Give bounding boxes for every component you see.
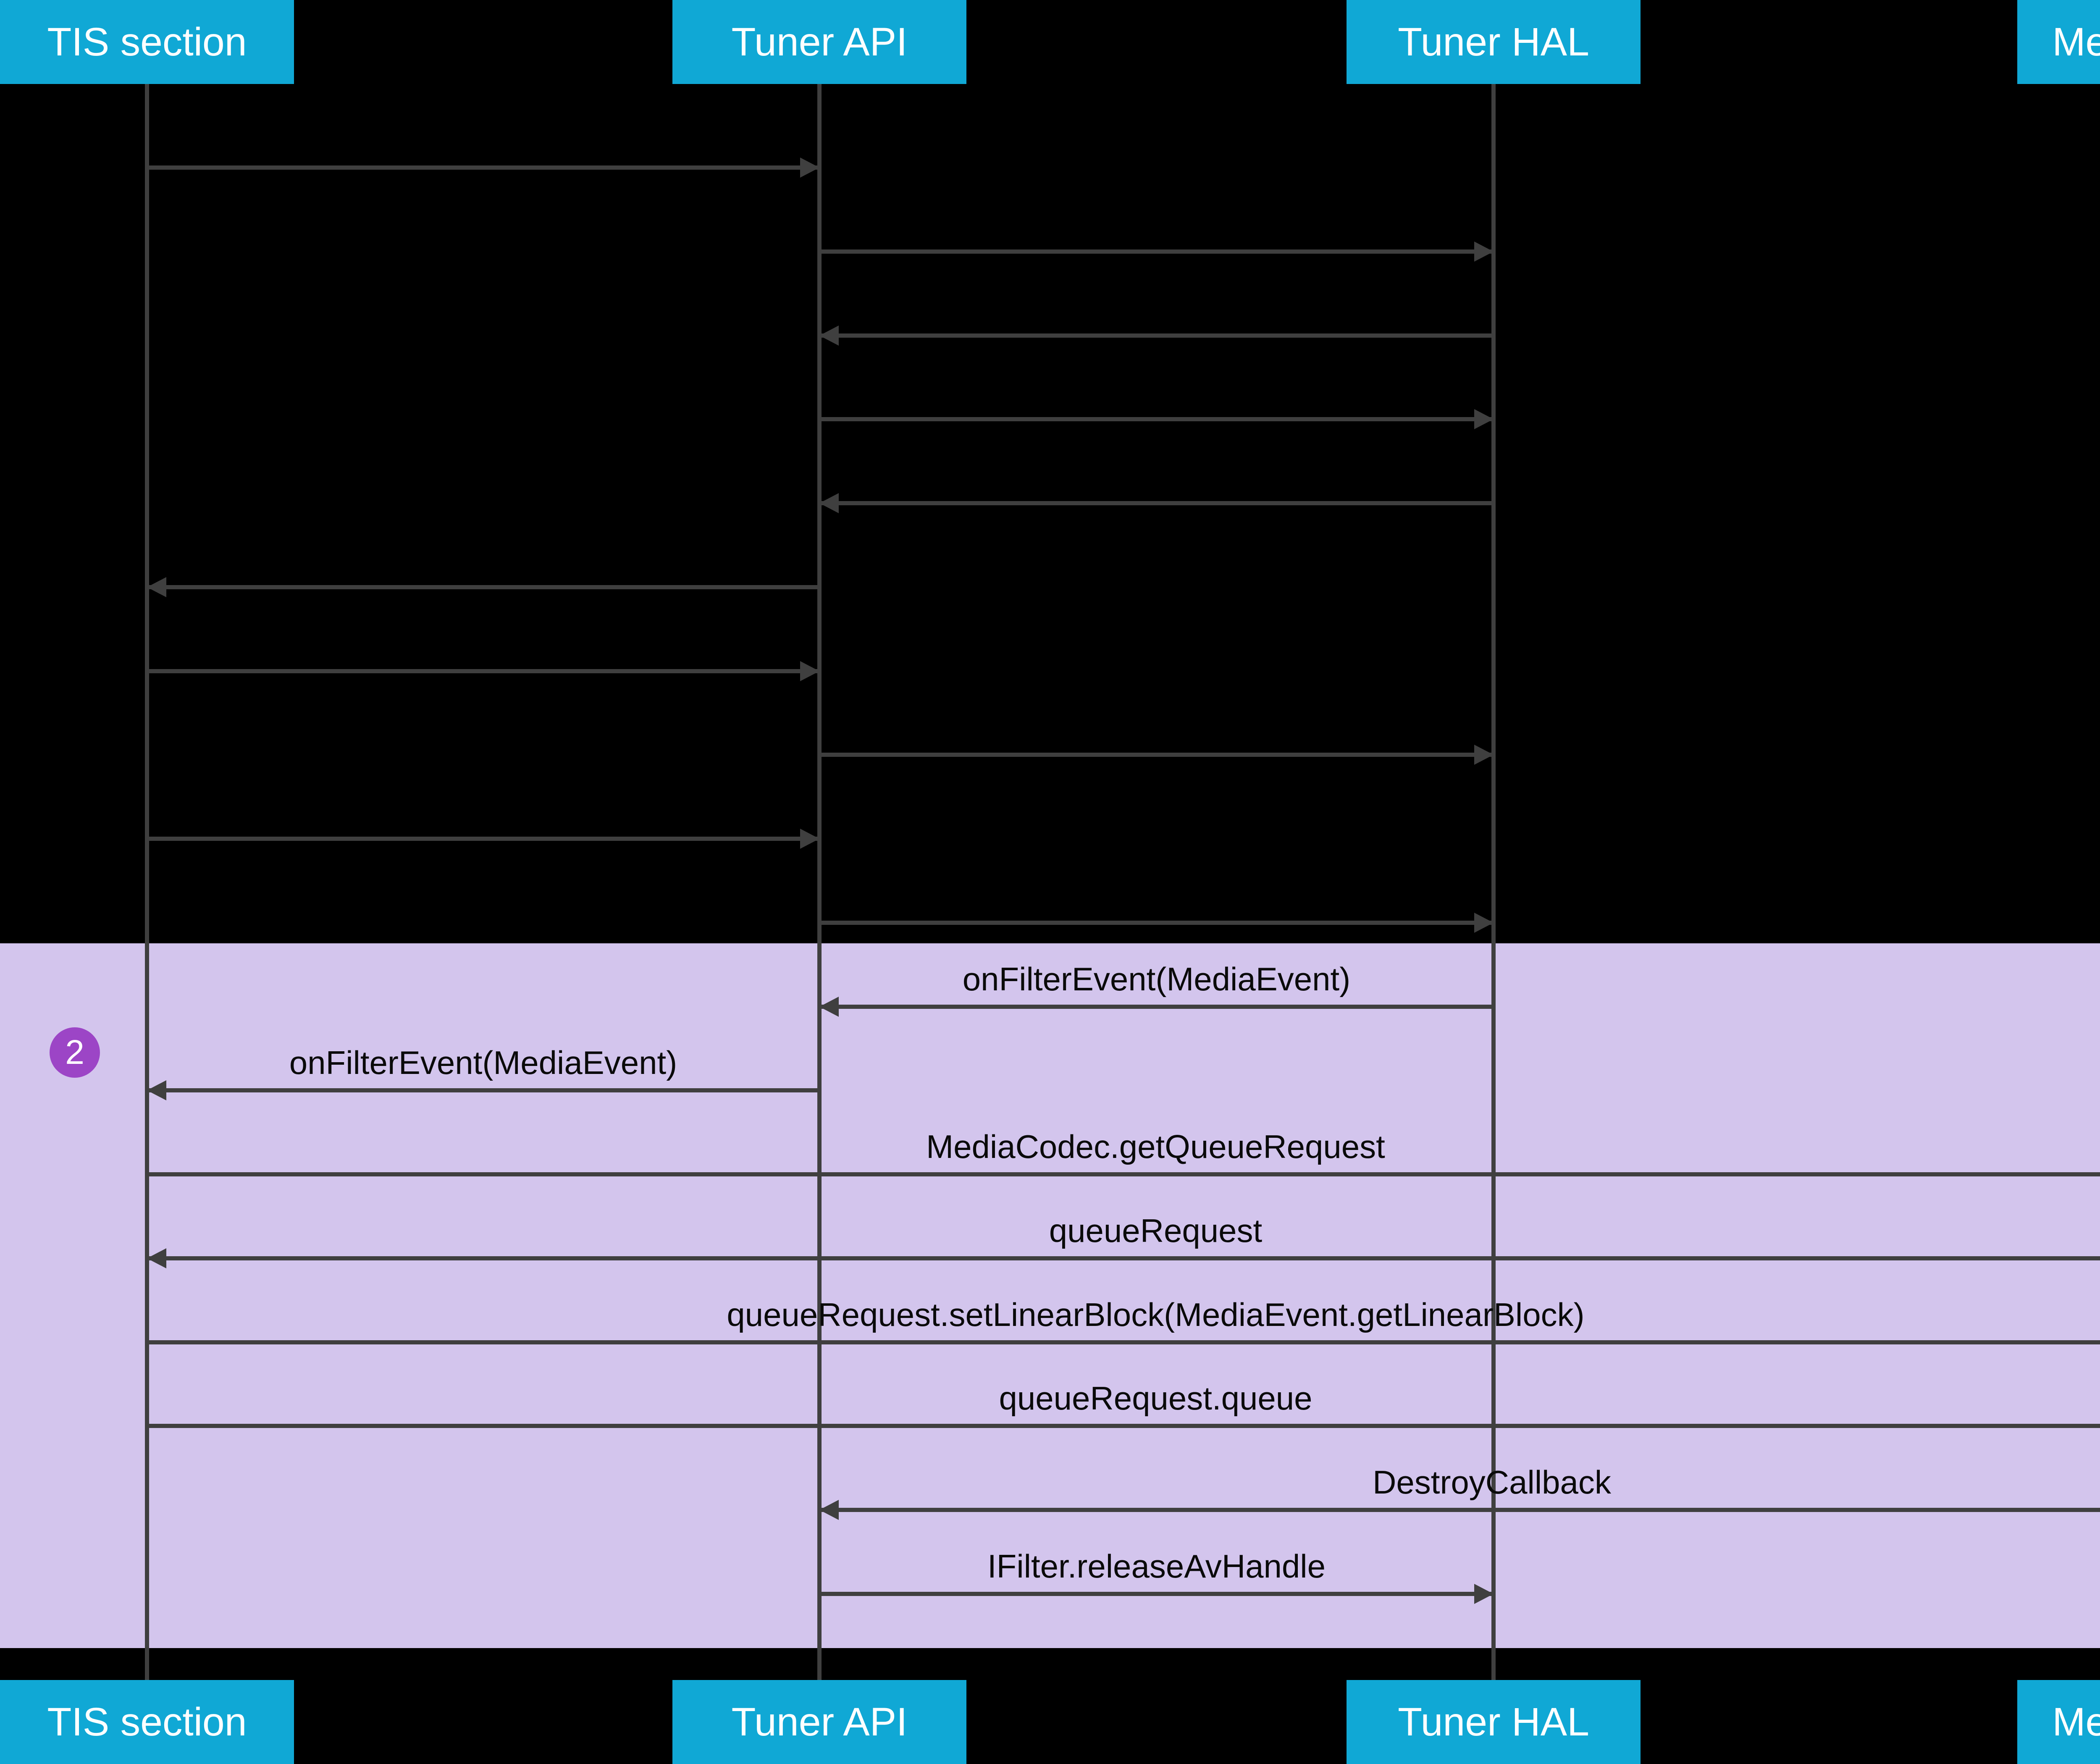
actor-footer-tuner-api: Tuner API	[672, 1680, 966, 1764]
step-2-badge: 2	[50, 1027, 100, 1078]
lifeline-tis-section	[145, 84, 149, 1680]
message-line	[147, 585, 819, 589]
actor-footer-label: Tuner HAL	[1398, 1699, 1589, 1744]
message-line	[819, 1592, 1494, 1596]
arrowhead-left-icon	[147, 1248, 166, 1268]
message-line	[819, 501, 1494, 505]
message-line	[819, 417, 1494, 421]
actor-header-mediacodec: MediaCodec	[2017, 0, 2100, 84]
message-line	[819, 1005, 1494, 1009]
lifeline-tuner-api	[817, 84, 822, 1680]
message-label: queueRequest.setLinearBlock(MediaEvent.g…	[727, 1296, 1585, 1333]
actor-footer-tuner-hal: Tuner HAL	[1347, 1680, 1641, 1764]
actor-header-tuner-api: Tuner API	[672, 0, 966, 84]
arrowhead-right-icon	[1474, 242, 1494, 262]
message-label: IFilter.releaseAvHandle	[987, 1548, 1326, 1585]
arrowhead-right-icon	[800, 158, 819, 178]
message-label: onFilterEvent(MediaEvent)	[962, 961, 1351, 998]
message-label: DestroyCallback	[1373, 1464, 1611, 1501]
actor-header-label: Tuner API	[731, 19, 908, 64]
message-line	[147, 165, 819, 170]
message-line	[819, 1508, 2100, 1512]
step-2-badge-label: 2	[65, 1033, 84, 1071]
actor-footer-tis-section: TIS section	[0, 1680, 294, 1764]
highlight-section-2	[0, 943, 2100, 1648]
message-label: queueRequest.queue	[999, 1380, 1312, 1417]
arrowhead-left-icon	[147, 1080, 166, 1100]
arrowhead-left-icon	[819, 997, 839, 1017]
lifeline-tuner-hal	[1491, 84, 1496, 1680]
actor-footer-label: TIS section	[47, 1699, 247, 1744]
arrowhead-left-icon	[819, 326, 839, 346]
actor-header-tis-section: TIS section	[0, 0, 294, 84]
arrowhead-left-icon	[147, 577, 166, 597]
message-label: MediaCodec.getQueueRequest	[926, 1128, 1385, 1165]
actor-footer-label: MediaCodec	[2052, 1699, 2100, 1744]
actor-header-label: Tuner HAL	[1398, 19, 1589, 64]
arrowhead-right-icon	[1474, 1584, 1494, 1604]
message-line	[819, 333, 1494, 338]
arrowhead-left-icon	[819, 493, 839, 513]
actor-footer-label: Tuner API	[731, 1699, 908, 1744]
message-label: queueRequest	[1049, 1212, 1263, 1249]
arrowhead-right-icon	[1474, 913, 1494, 933]
actor-header-tuner-hal: Tuner HAL	[1347, 0, 1641, 84]
message-line	[147, 1424, 2100, 1428]
message-line	[147, 1088, 819, 1092]
message-line	[819, 753, 1494, 757]
message-line	[819, 249, 1494, 254]
message-label: onFilterEvent(MediaEvent)	[289, 1044, 677, 1081]
arrowhead-left-icon	[819, 1500, 839, 1520]
actor-header-label: TIS section	[47, 19, 247, 64]
arrowhead-right-icon	[800, 661, 819, 681]
arrowhead-right-icon	[1474, 745, 1494, 765]
actor-header-label: MediaCodec	[2052, 19, 2100, 64]
message-line	[819, 921, 1494, 925]
message-line	[147, 1172, 2100, 1176]
arrowhead-right-icon	[800, 829, 819, 849]
message-line	[147, 669, 819, 673]
message-line	[147, 1340, 2100, 1344]
arrowhead-right-icon	[1474, 409, 1494, 429]
message-line	[147, 1256, 2100, 1260]
message-line	[147, 837, 819, 841]
actor-footer-mediacodec: MediaCodec	[2017, 1680, 2100, 1764]
